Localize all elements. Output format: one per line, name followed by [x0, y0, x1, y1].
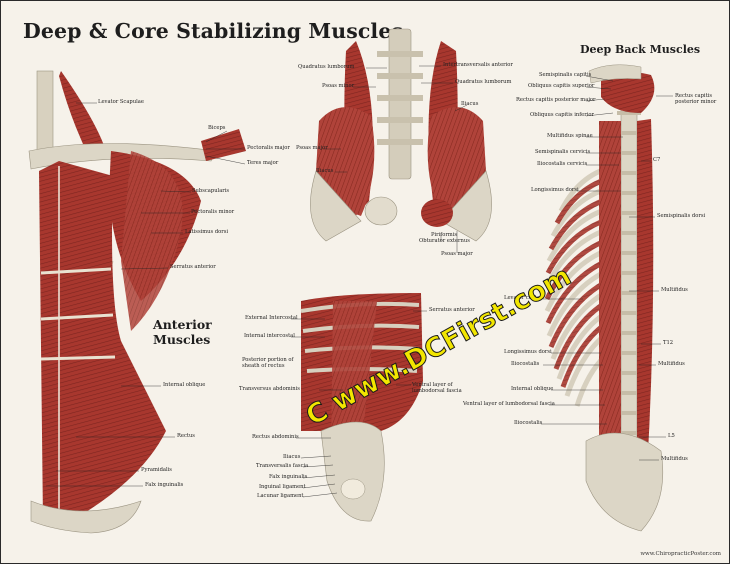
anterior-muscles-heading: Anterior Muscles — [153, 317, 212, 347]
poster-title: Deep & Core Stabilizing Muscles — [23, 19, 404, 43]
poster-credit: www.ChiropracticPoster.com — [640, 551, 721, 557]
label-biceps: Biceps — [208, 125, 226, 131]
label-inguinal-ligament: Inguinal ligament — [259, 484, 306, 490]
label-multifidus-spinae: Multifidus spinae — [547, 133, 593, 139]
label-longissimus-dorsi: Longissimus dorsi — [531, 187, 579, 193]
lateral-trunk-figure — [300, 293, 423, 522]
label-psoas-major: Psoas major — [296, 145, 328, 151]
label-intertransversalis-anterior: Intertransversalis anterior — [443, 62, 513, 68]
label-external-intercostal: External Intercostal — [245, 315, 298, 321]
label-sheath-of-rectus: Posterior portion of sheath of rectus — [242, 357, 294, 369]
label-serratus-anterior: Serratus anterior — [170, 264, 216, 270]
label-c7: C7 — [653, 157, 661, 163]
label-multifidus-upper: Multifidus — [661, 287, 688, 293]
label-semispinalis-capitis: Semispinalis capitis — [539, 72, 592, 78]
label-internal-oblique-back: Internal oblique — [511, 386, 554, 392]
label-latissimus-dorsi: Latissimus dorsi — [185, 229, 229, 235]
label-rectus-capitis-posterior-minor: Rectus capitis posterior minor — [675, 93, 717, 105]
label-pyramidalis: Pyramidalis — [141, 467, 172, 473]
label-psoas-major-bottom: Psoas major — [441, 251, 473, 257]
label-iliocostalis-lower: Iliocostalis — [514, 420, 543, 426]
label-ventral-lumbodorsal-fascia-back: Ventral layer of lumbodorsal fascia — [463, 401, 555, 407]
label-psoas-minor: Psoas minor — [322, 83, 355, 89]
leader-lines — [46, 65, 673, 498]
label-lacunar-ligament: Lacunar ligament — [257, 493, 304, 499]
label-serratus-anterior-lateral: Serratus anterior — [429, 307, 475, 313]
label-rectus: Rectus — [177, 433, 195, 439]
label-rectus-capitis-posterior-major: Rectus capitis posterior major — [516, 97, 596, 103]
label-iliocostalis-cervicis: Iliocostalis cervicis — [537, 161, 588, 167]
label-piriformis: Piriformis — [431, 232, 458, 238]
label-pectoralis-major: Pectoralis major — [247, 145, 290, 151]
deep-back-figure — [544, 64, 664, 532]
label-iliocostalis: Iliocostalis — [511, 361, 540, 367]
label-subscapularis: Subscapularis — [192, 188, 230, 194]
label-obturator-externus: Obturator externus — [419, 238, 470, 244]
label-pectoralis-minor: Pectoralis minor — [191, 209, 235, 215]
label-rectus-abdominis: Rectus abdominis — [252, 434, 299, 440]
label-iliacus-right: Iliacus — [461, 101, 479, 107]
deep-back-muscles-heading: Deep Back Muscles — [580, 43, 701, 56]
label-quadratus-lumborum: Quadratus lumborum — [298, 64, 355, 70]
label-internal-oblique: Internal oblique — [163, 382, 206, 388]
label-quadratus-lumborum-right: Quadratus lumborum — [455, 79, 512, 85]
label-semispinalis-dorsi: Semispinalis dorsi — [657, 213, 706, 219]
label-obliquus-capitis-superior: Obliquus capitis superior — [528, 83, 595, 89]
label-semispinalis-cervicis: Semispinalis cervicis — [535, 149, 591, 155]
anterior-figure — [28, 70, 246, 534]
label-longissimus-dorsi-lower: Longissimus dorsi — [504, 349, 552, 355]
label-iliacus-lateral: Iliacus — [283, 454, 301, 460]
label-multifidus-lower: Multifidus — [661, 456, 688, 462]
label-obliquus-capitis-inferior: Obliquus capitis inferior — [530, 112, 594, 118]
pelvis-figure — [310, 28, 492, 242]
label-transversalis-fascia: Transversalis fascia — [256, 463, 309, 469]
label-levator-costae: Levator costae — [504, 295, 543, 301]
label-falx-inguinalis: Falx inguinalis — [145, 482, 184, 488]
label-teres-major: Teres major — [247, 160, 279, 166]
label-multifidus-middle: Multifidus — [658, 361, 685, 367]
label-t12: T12 — [663, 340, 674, 346]
label-ventral-lumbodorsal-fascia: Ventral layer of lumbodorsal fascia — [412, 382, 462, 394]
label-l5: L5 — [668, 433, 675, 439]
label-levator-scapulae: Levator Scapulae — [98, 99, 144, 105]
label-transversus-abdominis: Transversus abdominis — [239, 386, 300, 392]
label-iliacus: Iliacus — [316, 168, 334, 174]
label-internal-intercostal: Internal intercostal — [244, 333, 295, 339]
label-falx-inguinalis-lateral: Falx inguinalis — [269, 474, 308, 480]
